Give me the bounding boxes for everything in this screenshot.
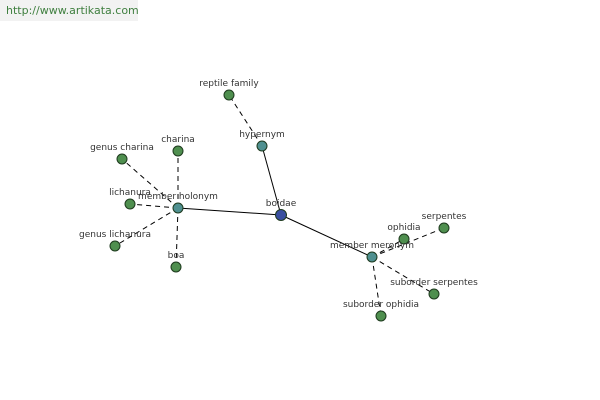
- node-suborder-ophidia[interactable]: [375, 310, 387, 322]
- node-boidae[interactable]: [275, 209, 287, 221]
- node-member-meronym[interactable]: [366, 251, 378, 263]
- label-boa[interactable]: boa: [168, 251, 185, 261]
- edge-boidae-member-holonym: [177, 207, 282, 216]
- node-member-holonym[interactable]: [172, 202, 184, 214]
- edge-member-meronym-suborder-serpentes: [371, 256, 435, 295]
- edge-member-holonym-boa: [175, 207, 179, 268]
- node-genus-charina[interactable]: [116, 153, 128, 165]
- edge-member-meronym-suborder-ophidia: [371, 256, 382, 317]
- label-suborder-ophidia[interactable]: suborder ophidia: [343, 300, 419, 310]
- edge-boidae-member-meronym: [280, 214, 373, 258]
- node-ophidia[interactable]: [398, 233, 410, 245]
- label-lichanura[interactable]: lichanura: [109, 188, 151, 198]
- label-suborder-serpentes[interactable]: suborder serpentes: [390, 278, 478, 288]
- label-member-meronym[interactable]: member meronym: [330, 241, 414, 251]
- node-serpentes[interactable]: [438, 222, 450, 234]
- label-genus-lichanura[interactable]: genus lichanura: [79, 230, 151, 240]
- edge-member-meronym-ophidia: [371, 238, 405, 258]
- label-genus-charina[interactable]: genus charina: [90, 143, 154, 153]
- label-serpentes[interactable]: serpentes: [422, 212, 467, 222]
- graph-nodes: [109, 89, 450, 322]
- graph-edges: [114, 94, 445, 317]
- node-reptile-family[interactable]: [223, 89, 235, 101]
- node-charina[interactable]: [172, 145, 184, 157]
- edge-member-holonym-genus-charina: [121, 158, 179, 209]
- label-member-holonym[interactable]: member holonym: [138, 192, 218, 202]
- edge-member-holonym-genus-lichanura: [114, 207, 179, 247]
- node-hypernym[interactable]: [256, 140, 268, 152]
- edge-member-holonym-lichanura: [129, 203, 179, 209]
- label-charina[interactable]: charina: [161, 135, 195, 145]
- node-lichanura[interactable]: [124, 198, 136, 210]
- label-reptile-family[interactable]: reptile family: [199, 79, 259, 89]
- label-boidae[interactable]: boidae: [266, 199, 297, 209]
- node-suborder-serpentes[interactable]: [428, 288, 440, 300]
- edge-hypernym-reptile-family: [228, 94, 263, 147]
- label-hypernym[interactable]: hypernym: [239, 130, 285, 140]
- url-banner[interactable]: http://www.artikata.com: [0, 0, 139, 21]
- edge-boidae-hypernym: [261, 145, 282, 216]
- node-boa[interactable]: [170, 261, 182, 273]
- label-ophidia[interactable]: ophidia: [387, 223, 420, 233]
- graph-labels: boidae hypernym reptile family member holon…: [79, 79, 478, 310]
- node-genus-lichanura[interactable]: [109, 240, 121, 252]
